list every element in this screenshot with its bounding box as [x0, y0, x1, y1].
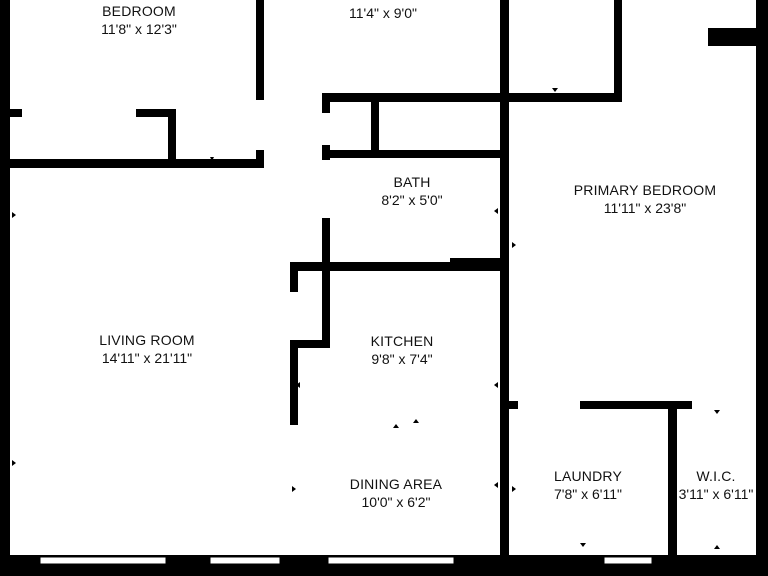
room-dimensions: 11'11" x 23'8": [603, 200, 687, 216]
outer-wall-right-stub: [708, 28, 768, 46]
room-name: BATH: [393, 174, 431, 190]
room-name: BEDROOM: [102, 3, 176, 19]
bedroom-bottom-right: [256, 150, 264, 168]
room-name: KITCHEN: [370, 333, 434, 349]
kitchen-left-jog: [290, 340, 330, 348]
window-laundry: [603, 556, 653, 565]
bath-top-wall: [322, 93, 502, 102]
room-label-laundry: LAUNDRY 7'8" x 6'11": [554, 467, 622, 503]
room-label-bedroom: BEDROOM 11'8" x 12'3": [101, 2, 177, 38]
marker-tick: [393, 424, 399, 428]
marker-tick: [714, 410, 720, 414]
room-dimensions: 7'8" x 6'11": [554, 486, 622, 502]
room-dimensions: 11'8" x 12'3": [101, 21, 177, 37]
marker-tick: [296, 382, 300, 388]
bath-left-lower: [322, 145, 330, 160]
room-dimensions: 10'0" x 6'2": [361, 494, 431, 510]
marker-tick: [413, 262, 419, 266]
room-dimensions: 8'2" x 5'0": [381, 192, 443, 208]
bedroom-bottom-wall: [0, 159, 264, 168]
room-dimensions: 14'11" x 21'11": [101, 350, 193, 366]
marker-tick: [714, 545, 720, 549]
center-wall-main: [500, 93, 509, 409]
marker-tick: [512, 486, 516, 492]
bath-mid-wall: [322, 150, 502, 158]
hall-wall-vertical: [322, 218, 330, 348]
room-label-dining-area: DINING AREA 10'0" x 6'2": [350, 475, 442, 511]
marker-tick: [512, 242, 516, 248]
bath-bottom-thick: [450, 258, 502, 271]
marker-tick: [494, 208, 498, 214]
center-wall-lower: [500, 404, 509, 576]
marker-tick: [292, 486, 296, 492]
room-name: LIVING ROOM: [99, 332, 195, 348]
marker-tick: [210, 157, 214, 161]
room-dimensions: 3'11" x 6'11": [678, 486, 754, 502]
room-name: PRIMARY BEDROOM: [573, 182, 717, 198]
kitchen-left-stub: [290, 262, 298, 292]
kitchen-left-wall: [290, 340, 298, 425]
center-wall-upper: [500, 0, 509, 100]
window-living: [39, 556, 167, 565]
window-dining: [327, 556, 455, 565]
bath-inner-wall: [371, 93, 379, 155]
bedroom-closet-top-left: [0, 109, 22, 117]
primary-closet-bottom: [500, 93, 622, 102]
primary-closet-side: [614, 0, 622, 102]
room-name: LAUNDRY: [553, 468, 623, 484]
room-label-living-room: LIVING ROOM 14'11" x 21'11": [99, 331, 195, 367]
marker-tick: [12, 460, 16, 466]
laundry-top-left: [500, 401, 518, 409]
laundry-wic-divider: [668, 401, 677, 576]
bedroom-closet-top-right: [136, 109, 176, 117]
bedroom-closet-side: [168, 109, 176, 164]
outer-wall-left: [0, 0, 10, 576]
marker-tick: [494, 482, 498, 488]
room-label-upper-middle: 11'4" x 9'0": [349, 4, 417, 22]
marker-tick: [12, 212, 16, 218]
room-name: DINING AREA: [349, 476, 443, 492]
doorway-living: [209, 556, 281, 565]
outer-wall-bottom: [0, 555, 768, 576]
room-name: W.I.C.: [696, 468, 736, 484]
room-label-primary-bedroom: PRIMARY BEDROOM 11'11" x 23'8": [574, 181, 717, 217]
laundry-top-right: [580, 401, 692, 409]
outer-wall-right: [756, 0, 768, 576]
room-label-kitchen: KITCHEN 9'8" x 7'4": [371, 332, 434, 368]
marker-tick: [552, 88, 558, 92]
room-label-wic: W.I.C. 3'11" x 6'11": [679, 467, 754, 503]
marker-tick: [580, 543, 586, 547]
room-dimensions: 11'4" x 9'0": [349, 5, 417, 21]
marker-tick: [494, 382, 498, 388]
room-dimensions: 9'8" x 7'4": [371, 351, 433, 367]
bath-bottom-wall: [290, 262, 502, 271]
room-label-bath: BATH 8'2" x 5'0": [381, 173, 442, 209]
marker-tick: [413, 419, 419, 423]
bath-left-upper: [322, 93, 330, 113]
bedroom-right-wall: [256, 0, 264, 100]
